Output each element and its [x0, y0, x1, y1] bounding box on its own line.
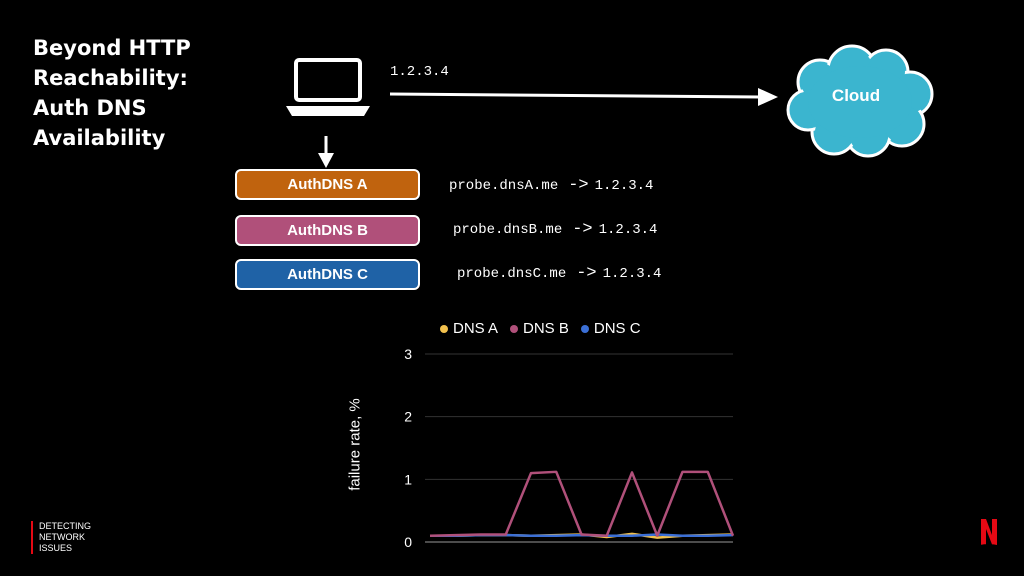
probe-hostname: probe.dnsB.me [453, 222, 563, 238]
legend-item-dns-c: DNS C [580, 320, 641, 337]
legend-item-dns-a: DNS A [440, 320, 498, 337]
chart-y-axis-label: failure rate, % [346, 398, 364, 491]
title-line: Reachability: [33, 66, 188, 90]
laptop-icon [286, 58, 370, 116]
y-tick-label: 0 [404, 534, 412, 550]
y-tick-label: 1 [404, 471, 412, 487]
probe-ip: 1.2.3.4 [598, 222, 658, 238]
probe-arrow: -> [568, 176, 589, 195]
footer-line: ISSUES [39, 543, 73, 553]
y-tick-label: 2 [404, 409, 412, 425]
probe-hostname: probe.dnsC.me [457, 266, 567, 282]
probe-line-c: probe.dnsC.me -> 1.2.3.4 [457, 264, 661, 283]
footer-line: DETECTING [39, 521, 92, 531]
authdns-a-box: AuthDNS A [235, 169, 420, 200]
legend-swatch-dns-b [510, 324, 519, 333]
cloud-icon [786, 44, 934, 158]
probe-line-b: probe.dnsB.me -> 1.2.3.4 [453, 220, 657, 239]
laptop-to-cloud-arrow [389, 92, 761, 99]
legend-item-dns-b: DNS B [510, 320, 569, 337]
probe-line-a: probe.dnsA.me -> 1.2.3.4 [449, 176, 653, 195]
probe-ip: 1.2.3.4 [602, 266, 662, 282]
footer-section-label: DETECTING NETWORK ISSUES [31, 521, 129, 554]
title-line: Auth DNS [33, 96, 147, 120]
top-ip-label: 1.2.3.4 [390, 64, 449, 80]
authdns-c-box: AuthDNS C [235, 259, 420, 290]
footer-line: NETWORK [39, 532, 85, 542]
probe-arrow: -> [576, 264, 597, 283]
probe-arrow: -> [572, 220, 593, 239]
series-line-dns-b [429, 470, 735, 537]
authdns-b-box: AuthDNS B [235, 215, 420, 246]
slide-title: Beyond HTTP Reachability: Auth DNS Avail… [33, 33, 233, 153]
legend-label: DNS A [453, 320, 499, 337]
title-line: Beyond HTTP [33, 36, 191, 60]
title-line: Availability [33, 126, 166, 150]
cloud-label: Cloud [831, 86, 881, 105]
legend-swatch-dns-c [580, 324, 589, 333]
y-tick-label: 3 [404, 346, 412, 362]
probe-ip: 1.2.3.4 [594, 178, 654, 194]
legend-swatch-dns-a [440, 324, 448, 333]
laptop-to-cloud-arrowhead [758, 88, 778, 106]
legend-label: DNS B [523, 320, 569, 337]
laptop-to-dns-arrowhead [318, 153, 334, 168]
netflix-logo-icon [981, 519, 997, 545]
legend-label: DNS C [593, 320, 641, 337]
probe-hostname: probe.dnsA.me [449, 178, 559, 194]
chart-legend: DNS A DNS B DNS C [440, 320, 641, 337]
